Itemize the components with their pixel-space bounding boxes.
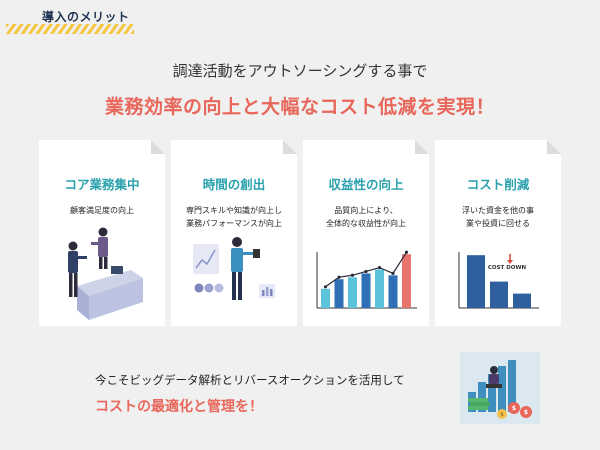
card-description-line: 品質向上により、: [334, 206, 398, 215]
svg-text:$: $: [524, 409, 528, 416]
reception-desk-illustration: [39, 224, 165, 324]
revenue-trend-point: [405, 251, 408, 254]
card-description: 浮いた資金を他の事 業や投資に回せる: [435, 204, 561, 230]
revenue-bar: [321, 289, 330, 308]
revenue-bar: [402, 254, 411, 308]
card-description-line: 業務パフォーマンスが向上: [186, 219, 282, 228]
closing-text: 今こそビッグデータ解析とリバースオークションを活用して: [95, 373, 405, 387]
tag-stripe-decoration: [6, 24, 134, 34]
card-description-line: 専門スキルや知識が向上し: [186, 206, 282, 215]
revenue-bar: [375, 270, 384, 308]
card-core-focus: コア業務集中 顧客満足度の向上: [39, 140, 165, 326]
money-growth-illustration: $ $ $: [460, 352, 540, 424]
card-description: 顧客満足度の向上: [39, 204, 165, 217]
revenue-trend-point: [378, 266, 381, 269]
card-description-line: 顧客満足度の向上: [70, 206, 134, 215]
cost-down-label: COST DOWN: [488, 265, 527, 271]
revenue-trend-point: [324, 285, 327, 288]
section-tag: 導入のメリット: [0, 0, 150, 40]
card-description-line: 浮いた資金を他の事: [462, 206, 534, 215]
revenue-growth-chart: [303, 224, 429, 324]
down-arrow-icon: [507, 260, 513, 264]
card-title: 収益性の向上: [328, 177, 404, 192]
revenue-bar: [362, 273, 371, 308]
cost-bar: [490, 282, 508, 308]
revenue-trend-point: [391, 272, 394, 275]
card-title: 時間の創出: [202, 177, 266, 192]
card-time-creation: 時間の創出 専門スキルや知識が向上し 業務パフォーマンスが向上: [171, 140, 297, 326]
card-description: 専門スキルや知識が向上し 業務パフォーマンスが向上: [171, 204, 297, 230]
revenue-trend-point: [364, 270, 367, 273]
card-description: 品質向上により、 全体的な収益性が向上: [303, 204, 429, 230]
cost-bar: [513, 294, 531, 308]
card-description-line: 業や投資に回せる: [466, 219, 530, 228]
card-title: コア業務集中: [64, 177, 140, 192]
money-bag-icon: [520, 406, 532, 418]
data-analysis-illustration: [171, 224, 297, 324]
revenue-bar: [335, 279, 344, 308]
revenue-bar: [389, 275, 398, 308]
card-profitability: 収益性の向上 品質向上により、 全体的な収益性が向上: [303, 140, 429, 326]
revenue-trend-point: [337, 276, 340, 279]
cost-bar: [467, 255, 485, 308]
section-tag-label: 導入のメリット: [42, 10, 130, 24]
revenue-bar: [348, 277, 357, 308]
card-title: コスト削減: [466, 177, 530, 192]
svg-text:$: $: [500, 412, 504, 418]
card-cost-reduction: コスト削減 浮いた資金を他の事 業や投資に回せる COST DOWN: [435, 140, 561, 326]
card-description-line: 全体的な収益性が向上: [326, 219, 406, 228]
intro-headline: 業務効率の向上と大幅なコスト低減を実現！: [104, 96, 495, 118]
closing-highlight: コストの最適化と管理を！: [95, 399, 263, 415]
money-bag-icon: [508, 402, 520, 414]
intro-subtitle: 調達活動をアウトソーシングする事で: [172, 62, 428, 80]
svg-text:$: $: [512, 405, 516, 412]
revenue-trend-point: [351, 274, 354, 277]
cost-down-chart: COST DOWN: [435, 224, 561, 324]
